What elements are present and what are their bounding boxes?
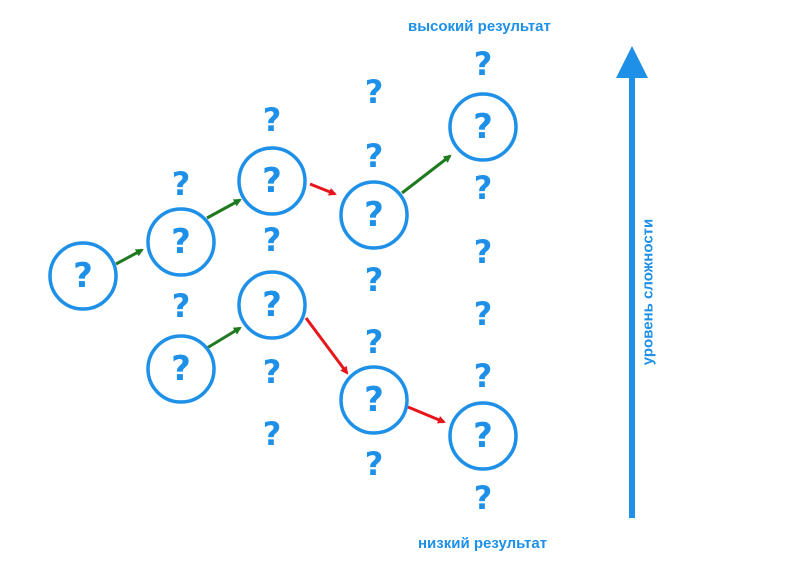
- floating-question-mark: ?: [474, 233, 493, 271]
- floating-question-mark: ?: [263, 221, 282, 259]
- connections: [115, 154, 452, 424]
- svg-text:?: ?: [171, 222, 191, 262]
- svg-text:?: ?: [364, 380, 384, 420]
- floating-question-mark: ?: [474, 479, 493, 517]
- arrow-red-2: [304, 317, 349, 375]
- arrow-green-4: [401, 154, 452, 195]
- floating-question-mark: ?: [365, 73, 384, 111]
- floating-question-mark: ?: [474, 295, 493, 333]
- svg-text:?: ?: [473, 416, 493, 456]
- question-nodes: ?????????: [48, 92, 518, 471]
- question-node: ?: [48, 241, 118, 311]
- floating-question-mark: ?: [474, 45, 493, 83]
- difficulty-level-label: уровень сложности: [639, 218, 657, 366]
- floating-question-mark: ?: [263, 101, 282, 139]
- floating-question-mark: ?: [263, 415, 282, 453]
- arrow-green-2: [206, 198, 242, 220]
- floating-question-marks: ?????????????????: [172, 45, 493, 517]
- floating-question-mark: ?: [365, 137, 384, 175]
- high-result-label: высокий результат: [408, 18, 551, 35]
- svg-text:?: ?: [364, 195, 384, 235]
- floating-question-mark: ?: [263, 353, 282, 391]
- floating-question-mark: ?: [172, 165, 191, 203]
- floating-question-mark: ?: [172, 287, 191, 325]
- svg-text:?: ?: [262, 161, 282, 201]
- arrow-red-3: [407, 405, 446, 424]
- arrow-green-3: [206, 326, 242, 350]
- question-node: ?: [237, 270, 307, 340]
- low-result-label: низкий результат: [418, 535, 548, 552]
- floating-question-mark: ?: [365, 445, 384, 483]
- floating-question-mark: ?: [474, 357, 493, 395]
- floating-question-mark: ?: [365, 261, 384, 299]
- arrow-red-1: [309, 182, 337, 196]
- question-node: ?: [237, 146, 307, 216]
- question-node: ?: [339, 180, 409, 250]
- difficulty-axis-arrow: [616, 46, 648, 518]
- arrow-green-1: [115, 248, 144, 266]
- question-node: ?: [146, 334, 216, 404]
- question-node: ?: [448, 92, 518, 162]
- svg-text:?: ?: [171, 349, 191, 389]
- floating-question-mark: ?: [365, 323, 384, 361]
- floating-question-mark: ?: [474, 169, 493, 207]
- svg-text:?: ?: [262, 285, 282, 325]
- question-node: ?: [339, 365, 409, 435]
- svg-text:?: ?: [473, 107, 493, 147]
- svg-text:?: ?: [73, 256, 93, 296]
- question-node: ?: [448, 401, 518, 471]
- question-node: ?: [146, 207, 216, 277]
